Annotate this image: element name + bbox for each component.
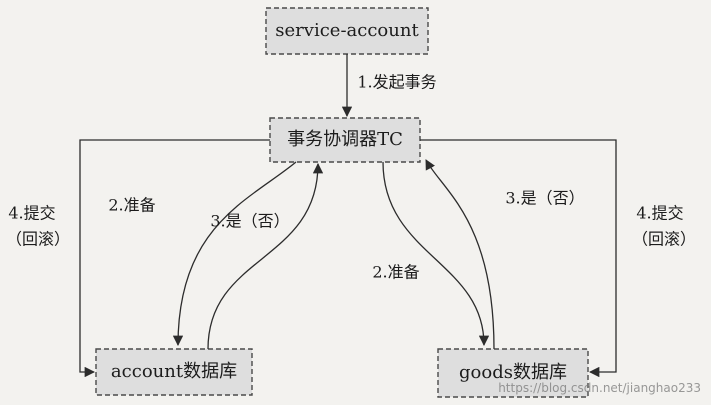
edge-vote-account bbox=[207, 162, 324, 350]
node-service-account: service-account bbox=[265, 7, 429, 55]
label-vote-account: 3.是（否） bbox=[210, 212, 289, 231]
label-commit-goods-line1: 4.提交 bbox=[636, 204, 683, 223]
label-start-transaction: 1.发起事务 bbox=[357, 73, 436, 92]
edge-prepare-account bbox=[172, 161, 297, 347]
edge-commit-account bbox=[79, 139, 270, 378]
label-prepare-account: 2.准备 bbox=[108, 196, 155, 215]
label-commit-account-line1: 4.提交 bbox=[8, 204, 55, 223]
label-commit-goods-line2: （回滚） bbox=[632, 230, 696, 249]
node-service-account-label: service-account bbox=[275, 20, 419, 41]
node-goods-db: goods数据库 bbox=[437, 348, 589, 398]
edge-commit-goods bbox=[420, 139, 617, 378]
label-commit-account-line2: （回滚） bbox=[6, 230, 70, 249]
watermark-url: https://blog.csdn.net/jianghao233 bbox=[498, 381, 701, 395]
node-transaction-coordinator: 事务协调器TC bbox=[269, 117, 421, 163]
label-vote-goods: 3.是（否） bbox=[505, 189, 584, 208]
node-tc-label: 事务协调器TC bbox=[287, 129, 403, 150]
edge-vote-goods bbox=[425, 159, 495, 350]
label-prepare-goods: 2.准备 bbox=[372, 263, 419, 282]
edge-prepare-goods bbox=[382, 161, 490, 347]
node-goods-db-label: goods数据库 bbox=[459, 362, 567, 383]
node-account-db: account数据库 bbox=[95, 348, 253, 396]
node-account-db-label: account数据库 bbox=[111, 361, 237, 382]
